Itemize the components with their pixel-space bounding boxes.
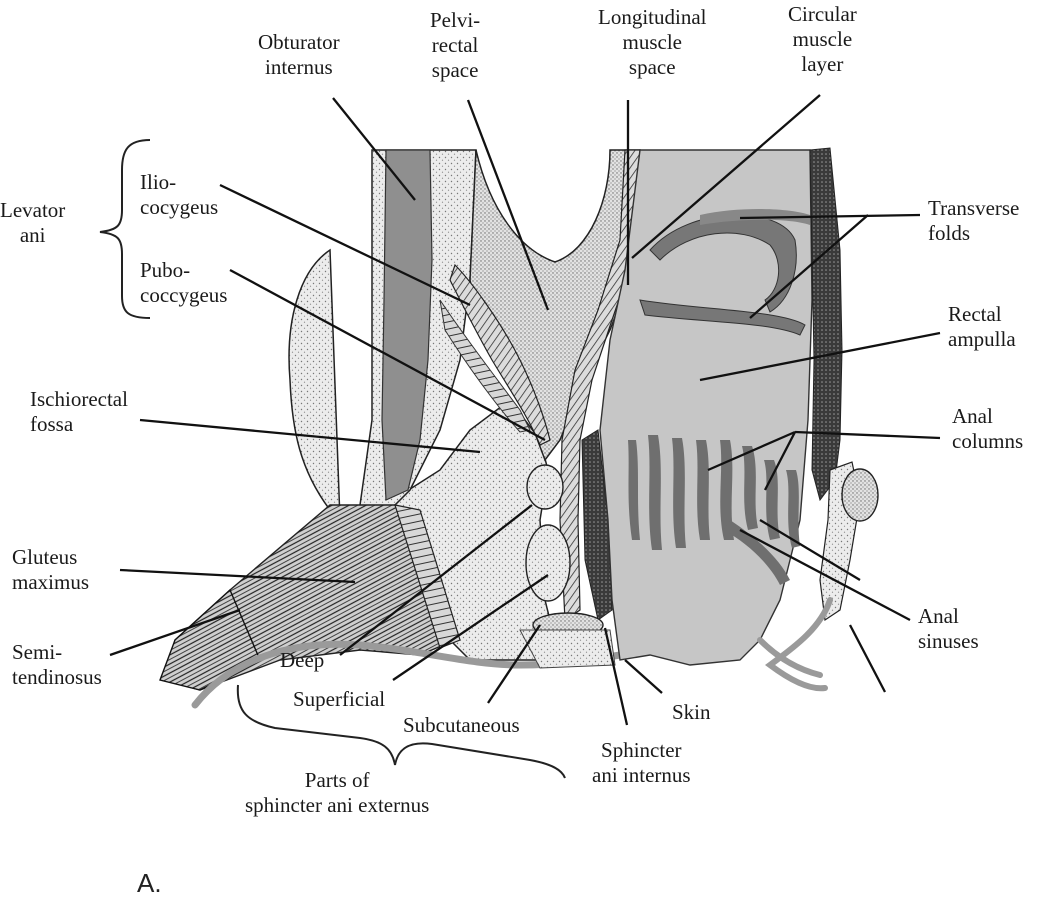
panel-label: A.: [137, 868, 162, 898]
label-anal-columns: Anal columns: [952, 404, 1024, 453]
sphincter-ani-internus: [581, 429, 613, 621]
levator-ani-muscle: [449, 263, 551, 446]
levator-ani-brace: [99, 139, 151, 319]
sphincter-parts-brace: [236, 684, 566, 779]
label-gluteus-maximus: Gluteus maximus: [12, 545, 89, 594]
label-anal-sinuses: Anal sinuses: [918, 604, 979, 653]
label-iliococcygeus: Ilio- cocygeus: [140, 170, 219, 219]
label-skin: Skin: [672, 700, 711, 724]
label-levator-ani: Levator ani: [0, 198, 66, 247]
sphincter-superficial-part: [525, 524, 571, 602]
label-pubococcygeus: Pubo- coccygeus: [140, 258, 228, 307]
leader-lines: [109, 94, 941, 726]
label-parts-of-sphincter-ani-externus: Parts of sphincter ani externus: [245, 768, 430, 817]
rectum-right-wall: [809, 147, 843, 502]
label-superficial: Superficial: [293, 687, 386, 711]
label-sphincter-ani-internus: Sphincter ani internus: [592, 738, 691, 787]
semitendinosus-muscle: [159, 588, 261, 691]
label-rectal-ampulla: Rectal ampulla: [948, 302, 1016, 351]
label-ischiorectal-fossa: Ischiorectal fossa: [30, 387, 128, 436]
label-pelvirectal-space: Pelvi- rectal space: [430, 8, 481, 82]
label-semitendinosus: Semi- tendinosus: [12, 640, 102, 689]
transverse-fold-lower: [639, 299, 806, 336]
label-circular-muscle-layer: Circular muscle layer: [788, 2, 857, 76]
label-transverse-folds: Transverse folds: [928, 196, 1020, 245]
label-subcutaneous: Subcutaneous: [403, 713, 520, 737]
label-longitudinal-muscle-space: Longitudinal muscle space: [598, 5, 707, 79]
anal-columns: [628, 435, 800, 585]
label-deep: Deep: [280, 648, 325, 672]
label-obturator-internus: Obturator internus: [258, 30, 340, 79]
obturator-internus-muscle: [381, 149, 433, 501]
sphincter-deep-part: [526, 464, 564, 510]
